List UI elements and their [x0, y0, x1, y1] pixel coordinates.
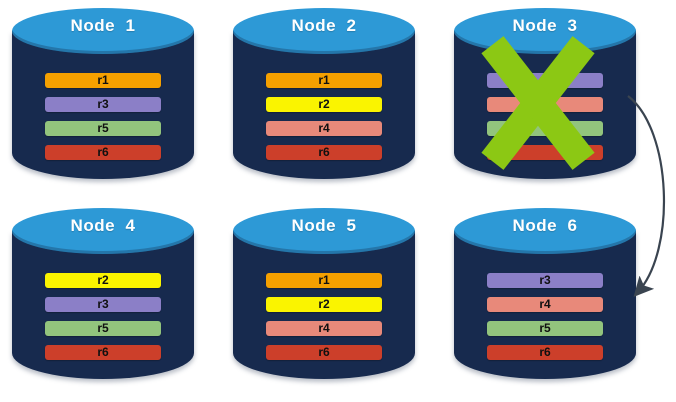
record-bar-r2[interactable]: r2 — [45, 273, 161, 288]
record-bar-list: r3 r4 r5 r6 — [487, 273, 603, 360]
cylinder-top-ellipse — [233, 208, 415, 254]
node-title: Node 3 — [512, 16, 578, 35]
record-bar-label: r3 — [97, 97, 109, 111]
record-bar-r5[interactable]: r5 — [487, 321, 603, 336]
node-title: Node 2 — [291, 16, 357, 35]
record-bar-label: r6 — [97, 145, 109, 159]
record-bar-r4[interactable]: r4 — [487, 297, 603, 312]
record-bar-label: r2 — [318, 97, 330, 111]
node-3[interactable]: Node 3 r3 — [454, 8, 636, 186]
record-bar-r5[interactable]: r5 — [45, 321, 161, 336]
record-bar-list: r2 r3 r5 r6 — [45, 273, 161, 360]
record-bar-r2[interactable]: r2 — [266, 97, 382, 112]
cylinder-top-ellipse — [233, 8, 415, 54]
record-bar-r2[interactable]: r2 — [266, 297, 382, 312]
record-bar-label: r5 — [539, 321, 551, 335]
record-bar-label: r4 — [539, 297, 551, 311]
node-2[interactable]: Node 2 r1 r2 r4 r6 — [233, 8, 415, 186]
record-bar-label: r6 — [539, 345, 551, 359]
record-bar-label — [487, 97, 603, 112]
record-bar-r5[interactable]: r5 — [45, 121, 161, 136]
record-bar-label — [487, 145, 603, 160]
record-bar-label: r5 — [97, 321, 109, 335]
record-bar-r1[interactable]: r1 — [266, 73, 382, 88]
record-bar-r6[interactable]: r6 — [45, 345, 161, 360]
record-bar-label: r4 — [318, 121, 330, 135]
record-bar-r4[interactable] — [487, 97, 603, 112]
record-bar-list: r1 r3 r5 r6 — [45, 73, 161, 160]
record-bar-label: r1 — [97, 73, 109, 87]
record-bar-r3[interactable]: r3 — [45, 297, 161, 312]
record-bar-r6[interactable]: r6 — [45, 145, 161, 160]
record-bar-r5[interactable] — [487, 121, 603, 136]
node-title: Node 6 — [512, 216, 578, 235]
record-bar-label: r5 — [97, 121, 109, 135]
node-title: Node 5 — [291, 216, 357, 235]
node-4[interactable]: Node 4 r2 r3 r5 r6 — [12, 208, 194, 386]
record-bar-label: r1 — [318, 273, 330, 287]
record-bar-r3[interactable]: r3 — [487, 73, 603, 88]
record-bar-r6[interactable] — [487, 145, 603, 160]
record-bar-label: r3 — [97, 297, 109, 311]
record-bar-r1[interactable]: r1 — [45, 73, 161, 88]
record-bar-label — [487, 121, 603, 136]
record-bar-label: r4 — [318, 321, 330, 335]
record-bar-r6[interactable]: r6 — [266, 345, 382, 360]
record-bar-label: r6 — [318, 345, 330, 359]
record-bar-r4[interactable]: r4 — [266, 321, 382, 336]
record-bar-list: r1 r2 r4 r6 — [266, 73, 382, 160]
record-bar-r6[interactable]: r6 — [266, 145, 382, 160]
cylinder-top-ellipse — [12, 208, 194, 254]
node-1[interactable]: Node 1 r1 r3 r5 r6 — [12, 8, 194, 186]
record-bar-label: r1 — [318, 73, 330, 87]
record-bar-r6[interactable]: r6 — [487, 345, 603, 360]
record-bar-label: r2 — [318, 297, 330, 311]
cylinder-top-ellipse — [12, 8, 194, 54]
record-bar-r3[interactable]: r3 — [45, 97, 161, 112]
node-5[interactable]: Node 5 r1 r2 r4 r6 — [233, 208, 415, 386]
record-bar-label: r3 — [539, 273, 551, 287]
record-bar-list: r1 r2 r4 r6 — [266, 273, 382, 360]
record-bar-label: r6 — [97, 345, 109, 359]
node-title: Node 4 — [70, 216, 136, 235]
record-bar-label: r6 — [318, 145, 330, 159]
node-6[interactable]: Node 6 r3 r4 r5 r6 — [454, 208, 636, 386]
record-bar-list: r3 — [487, 73, 603, 160]
node-title: Node 1 — [70, 16, 136, 35]
cylinder-top-ellipse — [454, 208, 636, 254]
record-bar-r4[interactable]: r4 — [266, 121, 382, 136]
record-bar-r3[interactable]: r3 — [487, 273, 603, 288]
record-bar-r1[interactable]: r1 — [266, 273, 382, 288]
record-bar-label: r3 — [539, 73, 551, 87]
record-bar-label: r2 — [97, 273, 109, 287]
